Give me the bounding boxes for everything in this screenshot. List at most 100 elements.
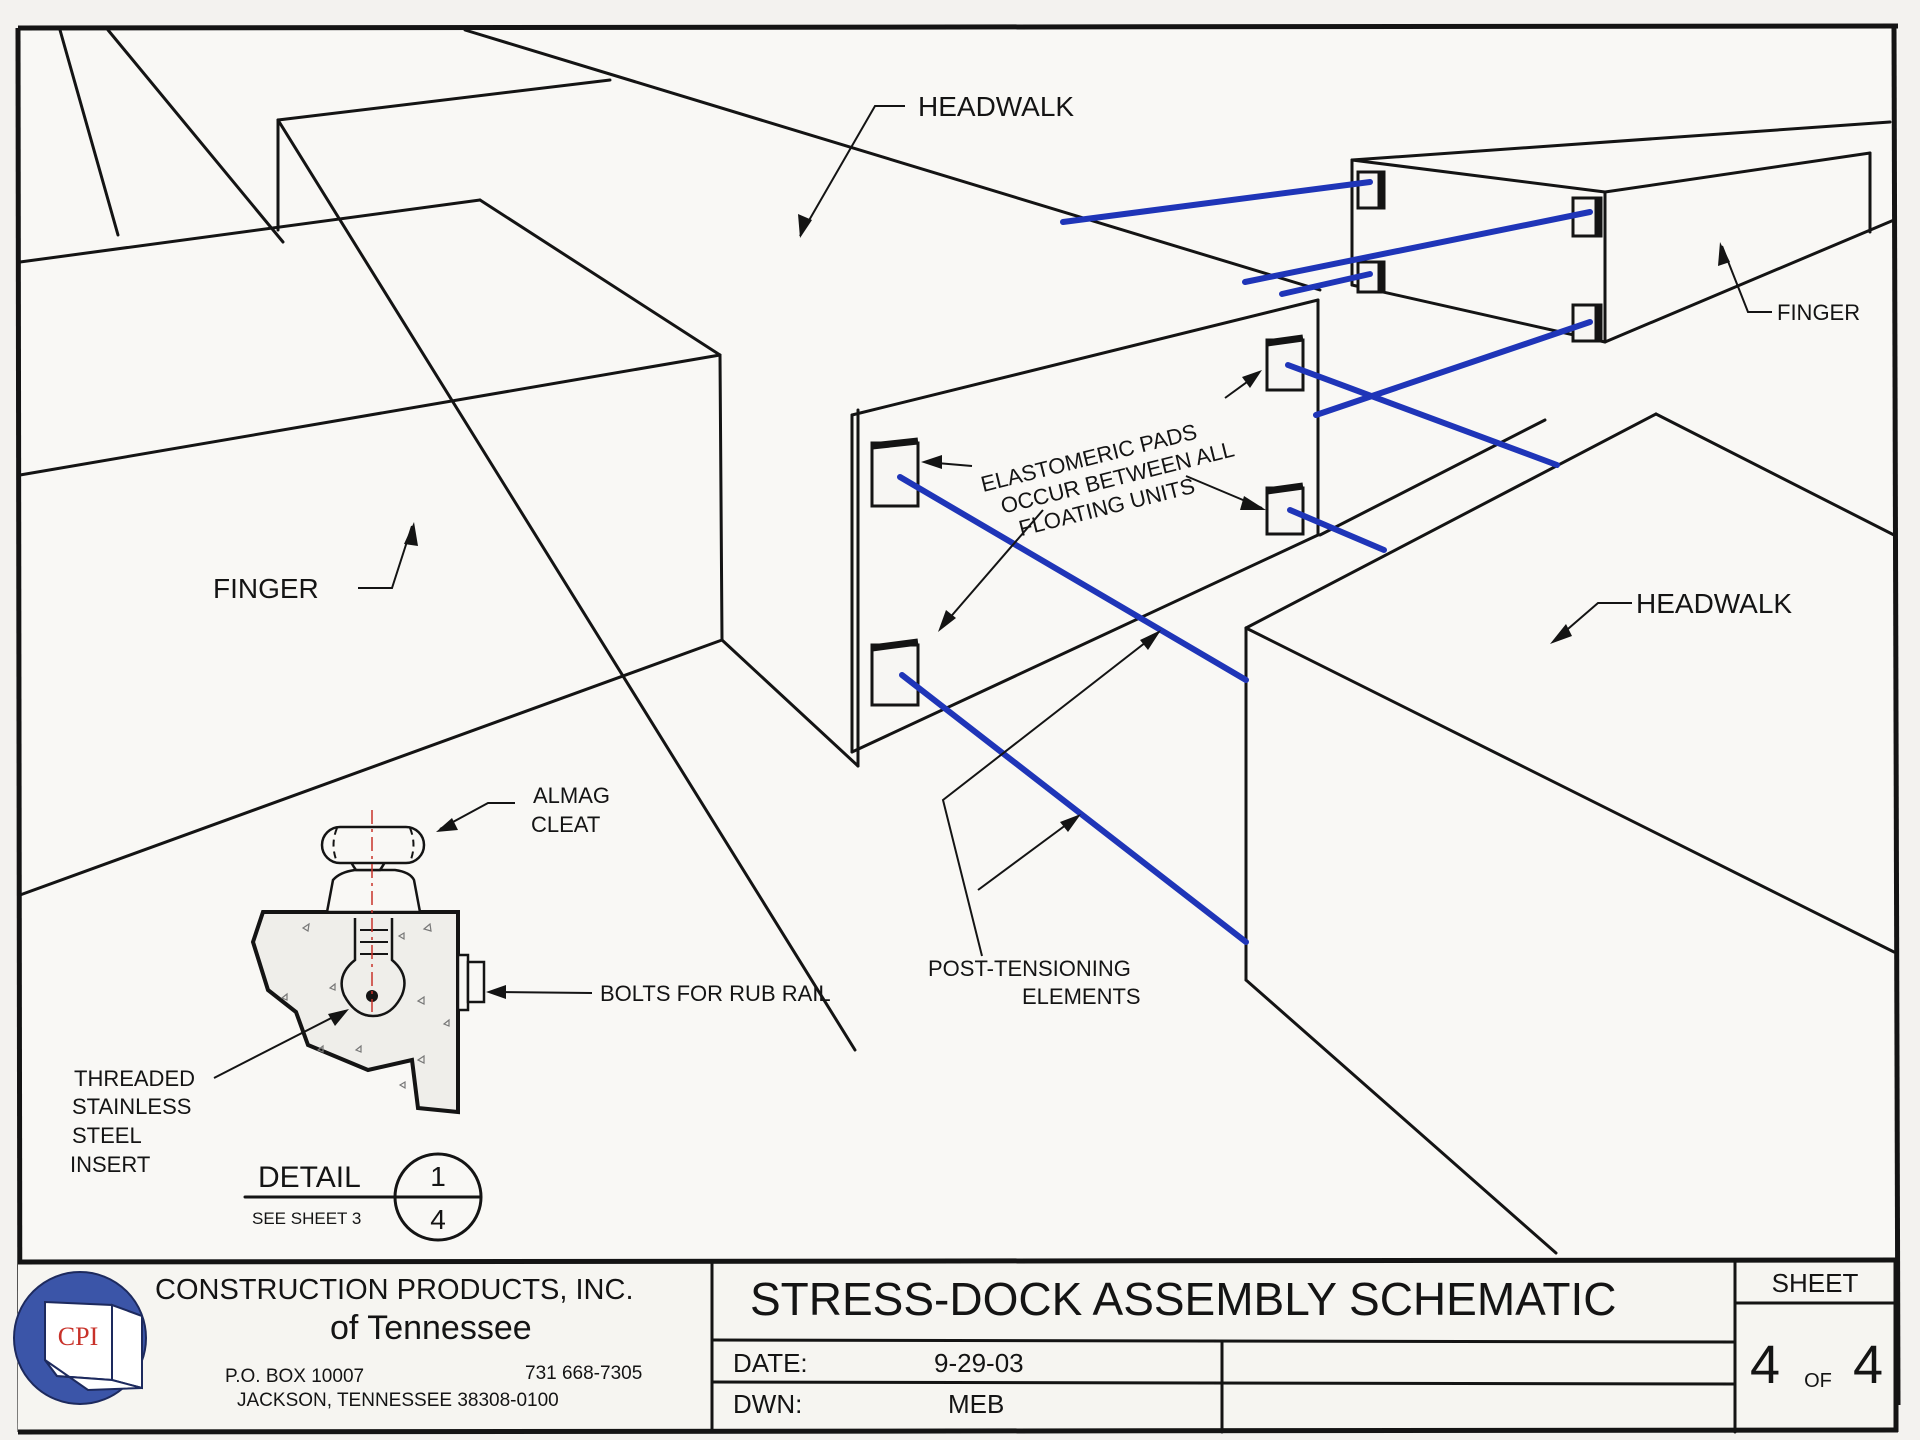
insert-hole [366, 990, 378, 1002]
threaded-insert [340, 918, 406, 1018]
rod [1313, 319, 1593, 418]
detail-sheet: 4 [430, 1204, 446, 1235]
logo-text: CPI [58, 1322, 98, 1351]
right-finger-side [1603, 218, 1896, 344]
logo-block-side [111, 1303, 143, 1390]
sheet-total: 4 [1853, 1335, 1883, 1395]
label-finger-left: FINGER [213, 573, 319, 604]
left-finger-back-edge [18, 198, 482, 264]
sheet-border [15, 23, 1901, 1433]
pad [1571, 303, 1603, 343]
city-address: JACKSON, TENNESSEE 38308-0100 [237, 1390, 559, 1411]
label-insert-2: STAINLESS [72, 1094, 191, 1119]
label-insert-4: INSERT [70, 1152, 150, 1177]
left-finger-gap [720, 638, 860, 768]
label-cleat: CLEAT [531, 812, 600, 837]
label-insert-3: STEEL [72, 1123, 142, 1148]
cleat-detail: ALMAG CLEAT BOLTS FOR RUB RAIL THREADED … [70, 783, 831, 1242]
arrow-icon [1060, 814, 1081, 832]
finger-leader [1721, 245, 1772, 313]
sheet-of: OF [1804, 1370, 1832, 1392]
block-top-edge [850, 298, 1320, 417]
far-edge-line [58, 28, 120, 237]
sheet-number: 4 [1750, 1335, 1780, 1395]
headwalk-leader [1553, 602, 1632, 642]
right-headwalk-edge [1244, 626, 1896, 954]
bolts-leader [491, 991, 593, 994]
post-tensioning-rods [897, 179, 1593, 945]
headwalk-top-edge [463, 28, 1322, 292]
right-finger-top [1603, 151, 1872, 194]
headwalk-leader [799, 105, 905, 237]
right-headwalk-top [1244, 412, 1658, 630]
headwalk-left-edge [276, 118, 857, 1052]
cleat-horn-line [332, 827, 338, 863]
block-bottom-edge [850, 533, 1320, 754]
left-finger-top-front [18, 353, 722, 477]
logo-block-bottom [44, 1359, 143, 1392]
elastomeric-pads [870, 170, 1603, 707]
arrow-icon [1140, 630, 1161, 650]
rod [1279, 271, 1373, 297]
cpi-logo: CPI [13, 1271, 147, 1405]
arrow-icon [486, 985, 506, 999]
detail-number: 1 [430, 1161, 446, 1192]
drawn-by-value: MEB [948, 1389, 1004, 1419]
sheet-label: SHEET [1772, 1268, 1859, 1298]
arrow-icon [404, 522, 418, 546]
arrow-icon [1242, 370, 1262, 388]
cleat-horns [320, 825, 426, 865]
date-value: 9-29-03 [934, 1348, 1024, 1378]
pad [1265, 482, 1305, 536]
title-block: CPI CONSTRUCTION PRODUCTS, INC. of Tenne… [13, 1257, 1899, 1435]
block-floor-edge [1318, 418, 1547, 537]
right-finger-top [1350, 120, 1892, 162]
pad [1356, 170, 1386, 210]
label-bolts: BOLTS FOR RUB RAIL [600, 981, 831, 1006]
post-tension-leader [977, 815, 1079, 891]
label-almag: ALMAG [533, 783, 610, 808]
concrete-section [250, 910, 460, 1115]
pad [1265, 334, 1305, 392]
pad [870, 437, 920, 508]
arrow-icon [1718, 242, 1730, 266]
label-insert-1: THREADED [74, 1066, 195, 1091]
post-tension-line1: POST-TENSIONING [928, 956, 1131, 981]
label-finger-right: FINGER [1777, 300, 1860, 325]
left-finger-corner [718, 353, 724, 642]
rod [1242, 209, 1593, 285]
detail-title: DETAIL [258, 1161, 361, 1194]
arrow-icon [921, 455, 942, 469]
arrow-icon [1240, 496, 1266, 510]
far-edge-line [106, 28, 285, 244]
left-finger-bottom [18, 638, 724, 897]
pad [1356, 260, 1386, 294]
rod [1060, 179, 1373, 225]
detail-callout: DETAIL SEE SHEET 3 1 4 [243, 1152, 483, 1242]
company-name: CONSTRUCTION PRODUCTS, INC. [155, 1274, 634, 1306]
rod [897, 474, 1249, 683]
drawing-title: STRESS-DOCK ASSEMBLY SCHEMATIC [750, 1273, 1617, 1325]
leader-lines [358, 105, 1772, 957]
rod [1287, 507, 1387, 553]
concrete-aggregate [280, 922, 450, 1090]
arrow-icon [798, 214, 812, 238]
label-headwalk-top: HEADWALK [918, 91, 1074, 122]
right-headwalk-bottom [1244, 978, 1558, 1255]
rod [899, 672, 1249, 945]
pad [870, 638, 920, 707]
cleat-base [325, 868, 422, 914]
detail-reference: SEE SHEET 3 [252, 1209, 361, 1228]
drawn-by-label: DWN: [733, 1389, 802, 1419]
right-finger-face [1350, 158, 1607, 194]
arrow-icon [328, 1009, 349, 1026]
cleat-leader [439, 802, 515, 830]
pads-leader [940, 509, 1044, 629]
po-box: P.O. BOX 10007 [225, 1366, 364, 1387]
finger-leader [358, 525, 413, 589]
rod [1285, 362, 1560, 468]
arrow-icon [436, 818, 458, 832]
rub-rail-bolt [456, 953, 470, 1012]
date-label: DATE: [733, 1348, 808, 1378]
